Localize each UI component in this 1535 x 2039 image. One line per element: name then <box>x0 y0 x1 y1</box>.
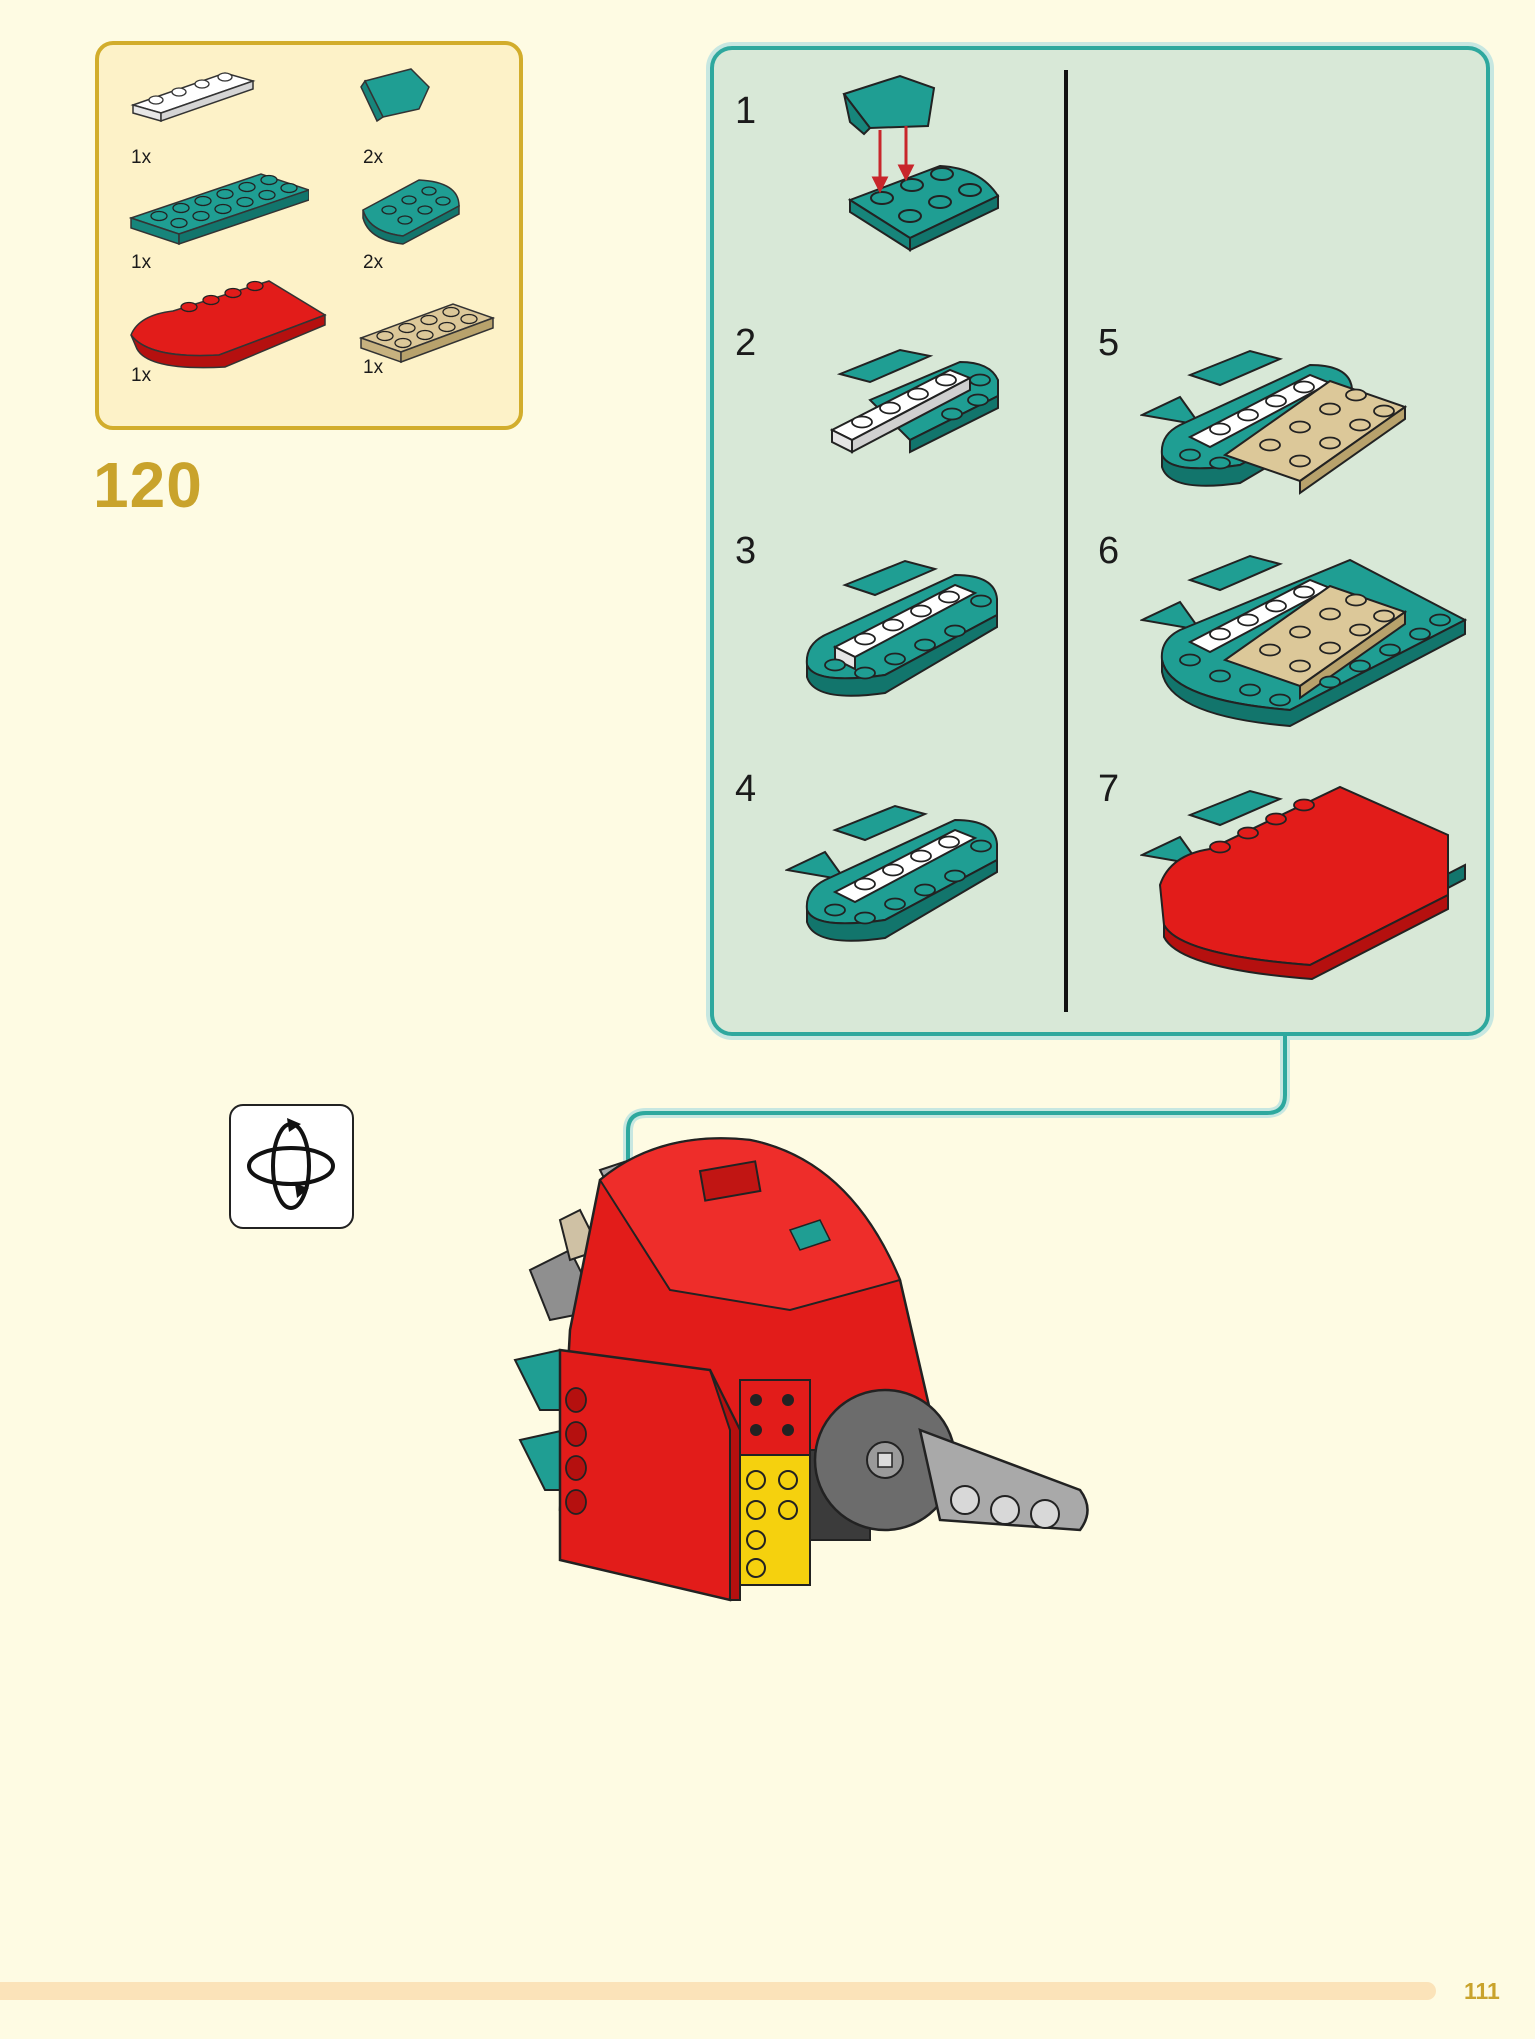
part-teal-wedge: 2x <box>359 65 559 175</box>
sub-step-4-image <box>785 804 998 942</box>
footer-bar <box>0 1982 1436 2000</box>
part-teal-plate-2x6: 1x <box>129 170 329 280</box>
sub-step-5-image <box>1140 349 1408 495</box>
panel-divider <box>1064 70 1068 1012</box>
sub-step-number: 6 <box>1098 530 1120 572</box>
part-qty: 1x <box>131 365 152 386</box>
part-qty: 1x <box>131 252 152 273</box>
sub-step-number: 1 <box>735 90 757 132</box>
part-qty: 2x <box>363 252 384 273</box>
part-white-plate-1x4: 1x <box>129 65 329 175</box>
tan-plate-icon <box>359 303 496 364</box>
sub-step-6-image <box>1140 554 1468 728</box>
sub-step-number: 4 <box>735 768 757 810</box>
sub-step-number: 2 <box>735 322 757 364</box>
sub-step-number: 5 <box>1098 322 1120 364</box>
part-qty: 1x <box>363 357 384 378</box>
rotate-model-icon <box>229 1104 354 1229</box>
red-slope-icon <box>130 280 327 369</box>
step-number: 120 <box>93 449 203 521</box>
teal-round-plate-icon <box>362 179 460 245</box>
sub-step-2-image <box>830 348 999 454</box>
page-number: 111 <box>1464 1978 1500 2004</box>
teal-plate-icon <box>129 173 309 246</box>
sub-step-number: 7 <box>1098 768 1120 810</box>
sub-step-1-image <box>842 74 1000 252</box>
part-qty: 1x <box>131 147 152 168</box>
rotate-arrows-icon <box>247 1118 335 1210</box>
sub-step-7-image <box>1140 785 1466 981</box>
part-teal-round-corner-plate: 2x <box>359 170 559 280</box>
part-tan-plate-2x4: 1x <box>359 300 559 410</box>
teal-wedge-icon <box>360 68 430 123</box>
parts-list: 1x 2x 1x <box>95 41 523 430</box>
sub-step-3-image <box>805 559 998 697</box>
part-qty: 2x <box>363 147 384 168</box>
part-red-curved-slope: 1x <box>129 275 329 386</box>
main-model-image <box>513 1137 1089 1602</box>
sub-step-number: 3 <box>735 530 757 572</box>
white-plate-icon <box>130 72 256 123</box>
